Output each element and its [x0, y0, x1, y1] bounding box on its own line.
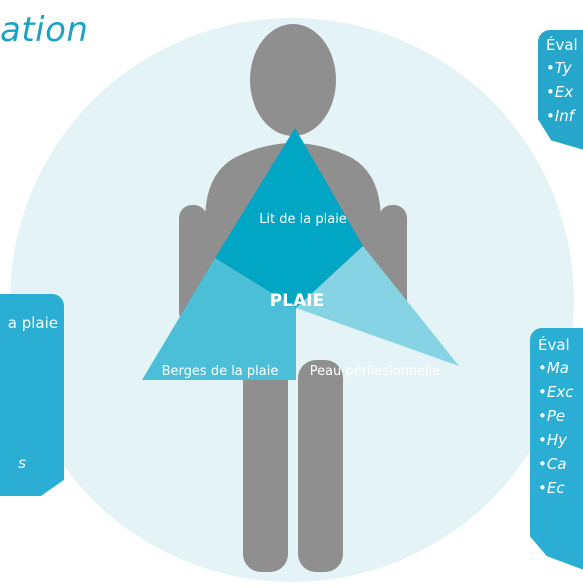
figure-head: [250, 24, 336, 136]
list-item: Ca: [538, 452, 583, 476]
card-heading: a plaie: [7, 314, 58, 332]
periwound-skin-segment: [296, 246, 459, 366]
list-item: Ex: [546, 80, 583, 104]
list-item: Pe: [538, 404, 583, 428]
card-text: s: [18, 454, 26, 472]
list-item: Hy: [538, 428, 583, 452]
card-heading: Éval: [546, 36, 578, 54]
card-list: Ty Ex Inf: [546, 56, 583, 128]
periwound-skin-label: Peau périlesionnelle: [310, 364, 441, 379]
list-item: Ty: [546, 56, 583, 80]
wound-center-label: PLAIE: [270, 291, 324, 311]
wound-bed-segment: [215, 128, 363, 308]
wound-edges-label: Berges de la plaie: [162, 364, 279, 379]
wound-edges-segment: [142, 258, 296, 380]
figure-right-leg: [298, 360, 343, 572]
assessment-card-periwound: Éval Ma Exc Pe Hy Ca Ec: [530, 328, 583, 576]
card-heading: Éval: [538, 336, 570, 354]
figure-left-leg: [243, 360, 288, 572]
assessment-card-wound-edges: a plaie s: [0, 294, 64, 496]
card-list: Ma Exc Pe Hy Ca Ec: [538, 356, 583, 500]
page-title: ation: [0, 10, 89, 50]
list-item: Ec: [538, 476, 583, 500]
list-item: Exc: [538, 380, 583, 404]
wound-bed-label: Lit de la plaie: [259, 212, 347, 227]
list-item: Inf: [546, 104, 583, 128]
list-item: Ma: [538, 356, 583, 380]
